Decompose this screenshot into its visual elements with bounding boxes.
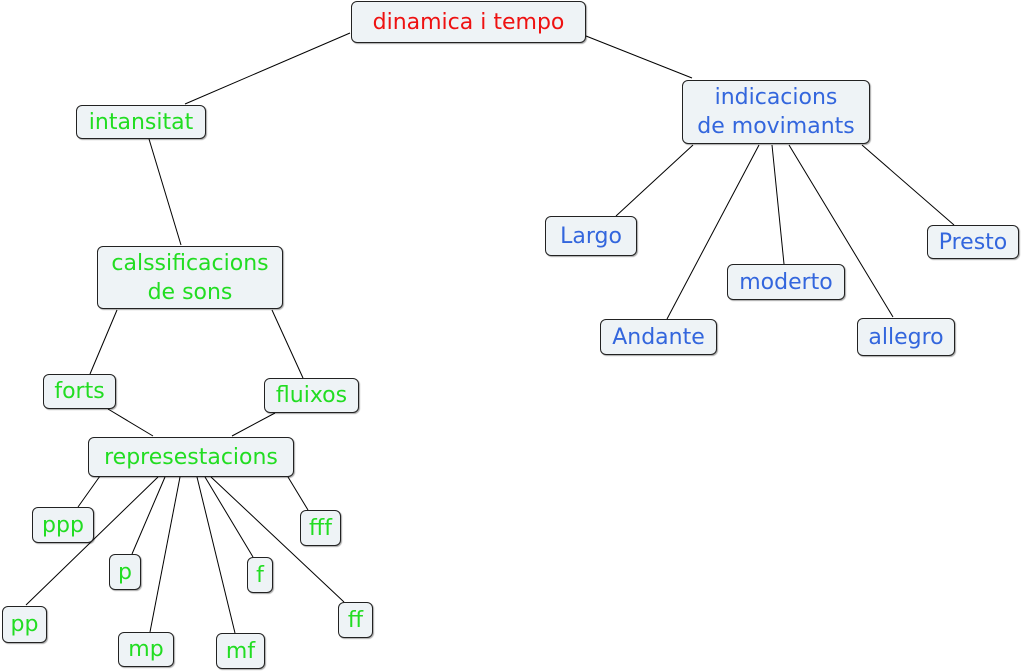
edge-representacions-mf — [196, 476, 236, 634]
edge-indicacions-presto — [861, 144, 955, 226]
edge-classificacions-forts — [89, 309, 118, 375]
node-calssificacions-de-sons[interactable]: calssificacions de sons — [97, 246, 283, 309]
edge-indicacions-largo — [615, 144, 694, 217]
edge-indicacions-moderto — [771, 144, 785, 265]
edge-representacions-fff — [287, 476, 309, 511]
node-moderto[interactable]: moderto — [727, 264, 845, 300]
node-ff[interactable]: ff — [338, 602, 373, 638]
node-allegro[interactable]: allegro — [857, 318, 955, 356]
edge-indicacions-allegro — [788, 144, 894, 318]
node-dinamica-i-tempo[interactable]: dinamica i tempo — [351, 1, 586, 43]
edge-representacions-p — [131, 476, 166, 555]
node-represestacions[interactable]: represestacions — [88, 437, 294, 477]
node-f[interactable]: f — [247, 557, 273, 593]
node-fluixos[interactable]: fluixos — [264, 378, 359, 413]
node-largo[interactable]: Largo — [545, 216, 637, 256]
edge-representacions-ppp — [77, 475, 101, 508]
edge-intensitat-classificacions — [148, 138, 182, 246]
node-ppp[interactable]: ppp — [32, 507, 94, 543]
node-mf[interactable]: mf — [216, 633, 265, 669]
node-presto[interactable]: Presto — [927, 225, 1019, 259]
node-indicacions-de-movimants[interactable]: indicacions de movimants — [682, 80, 870, 144]
node-intansitat[interactable]: intansitat — [76, 105, 206, 139]
edge-root-indicacions — [585, 35, 693, 79]
node-forts[interactable]: forts — [43, 374, 116, 409]
node-andante[interactable]: Andante — [600, 319, 717, 355]
edge-indicacions-andante — [666, 144, 760, 320]
edge-classificacions-fluixos — [271, 309, 304, 379]
edge-representacions-mp — [149, 476, 181, 633]
node-fff[interactable]: fff — [300, 510, 341, 546]
edge-forts-representacions — [107, 408, 154, 437]
edge-fluixos-representacions — [231, 412, 276, 437]
node-mp[interactable]: mp — [118, 632, 174, 667]
edge-root-intensitat — [184, 32, 351, 105]
edge-representacions-f — [204, 476, 254, 558]
edge-representacions-ff — [210, 476, 345, 603]
node-pp[interactable]: pp — [2, 606, 47, 643]
node-p[interactable]: p — [109, 554, 141, 590]
